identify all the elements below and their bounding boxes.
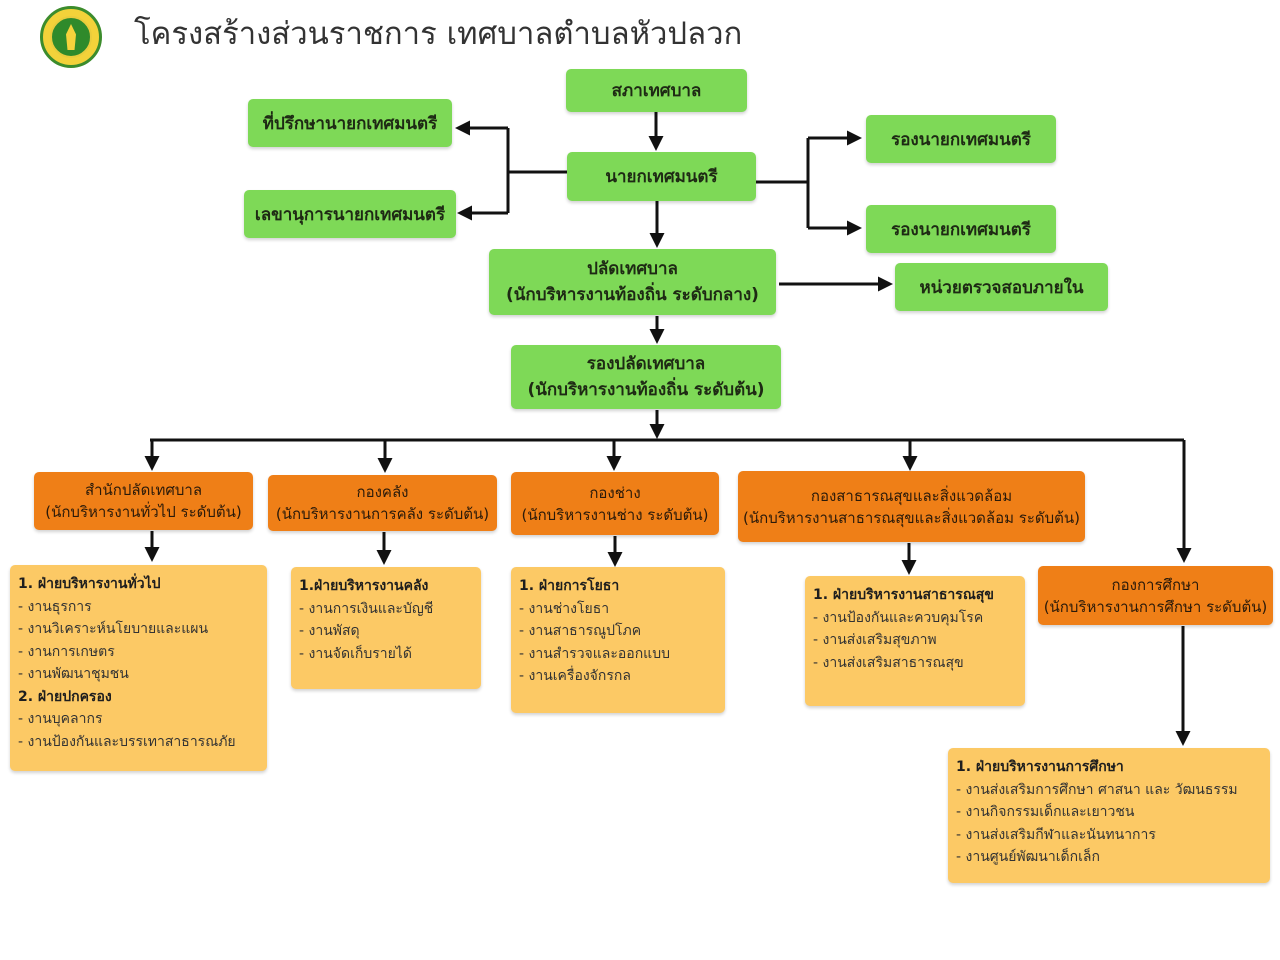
section-item: - งานส่งเสริมสาธารณสุข <box>813 654 964 671</box>
section-heading: 2. ฝ่ายปกครอง <box>18 688 112 705</box>
seal-tower-emblem <box>66 24 76 50</box>
division-box: กองคลัง (นักบริหารงานการคลัง ระดับต้น) <box>268 475 497 531</box>
council-box: สภาเทศบาล <box>566 69 747 112</box>
seal-inner-ring <box>50 16 92 58</box>
deputy-clerk-box: รองปลัดเทศบาล (นักบริหารงานท้องถิ่น ระดั… <box>511 345 781 409</box>
division-subtitle: (นักบริหารงานการศึกษา ระดับต้น) <box>1043 597 1268 616</box>
section-item: - งานสำรวจและออกแบบ <box>519 645 670 662</box>
page-title: โครงสร้างส่วนราชการ เทศบาลตำบลหัวปลวก <box>134 16 743 52</box>
council-label: สภาเทศบาล <box>611 81 702 101</box>
section-box: 1. ฝ่ายบริหารงานการศึกษา - งานส่งเสริมกา… <box>948 748 1270 883</box>
advisor-box: ที่ปรึกษานายกเทศมนตรี <box>248 99 452 147</box>
division-box: สำนักปลัดเทศบาล (นักบริหารงานทั่วไป ระดั… <box>34 472 253 530</box>
clerk-box: ปลัดเทศบาล (นักบริหารงานท้องถิ่น ระดับกล… <box>489 249 776 315</box>
section-box: 1. ฝ่ายบริหารงานทั่วไป - งานธุรการ - งาน… <box>10 565 267 771</box>
section-item: - งานการเงินและบัญชี <box>299 600 434 617</box>
municipality-seal-logo <box>40 6 102 68</box>
section-box: 1. ฝ่ายบริหารงานสาธารณสุข - งานป้องกันแล… <box>805 576 1025 706</box>
section-item: - งานศูนย์พัฒนาเด็กเล็ก <box>956 849 1100 865</box>
section-item: - งานพัสดุ <box>299 623 360 639</box>
deputy-mayor-1-label: รองนายกเทศมนตรี <box>891 129 1031 150</box>
section-box: 1. ฝ่ายการโยธา - งานช่างโยธา - งานสาธารณ… <box>511 567 725 713</box>
mayor-box: นายกเทศมนตรี <box>567 152 756 201</box>
division-box: กองการศึกษา (นักบริหารงานการศึกษา ระดับต… <box>1038 566 1273 625</box>
section-item: - งานป้องกันและควบคุมโรค <box>813 609 984 626</box>
clerk-title: ปลัดเทศบาล <box>587 259 678 279</box>
section-item: - งานจัดเก็บรายได้ <box>299 645 412 662</box>
internal-audit-label: หน่วยตรวจสอบภายใน <box>919 277 1084 298</box>
division-title: สำนักปลัดเทศบาล <box>84 481 203 499</box>
mayor-label: นายกเทศมนตรี <box>605 167 718 187</box>
section-item: - งานสาธารณูปโภค <box>519 623 642 639</box>
internal-audit-box: หน่วยตรวจสอบภายใน <box>895 263 1108 311</box>
section-item: - งานส่งเสริมการศึกษา ศาสนา และ วัฒนธรรม <box>956 781 1238 798</box>
deputy-clerk-title: รองปลัดเทศบาล <box>586 354 706 374</box>
section-item: - งานส่งเสริมสุขภาพ <box>813 632 937 648</box>
division-box: กองช่าง (นักบริหารงานช่าง ระดับต้น) <box>511 472 719 535</box>
section-heading: 1.ฝ่ายบริหารงานคลัง <box>299 578 429 594</box>
division-title: กองการศึกษา <box>1111 575 1200 594</box>
section-item: - งานช่างโยธา <box>519 600 610 617</box>
section-item: - งานการเกษตร <box>18 643 115 660</box>
division-title: กองคลัง <box>356 483 409 501</box>
deputy-mayor-2-label: รองนายกเทศมนตรี <box>891 219 1031 240</box>
division-subtitle: (นักบริหารงานช่าง ระดับต้น) <box>521 505 709 524</box>
secretary-box: เลขานุการนายกเทศมนตรี <box>244 190 456 238</box>
section-box: 1.ฝ่ายบริหารงานคลัง - งานการเงินและบัญชี… <box>291 567 481 689</box>
section-item: - งานเครื่องจักรกล <box>519 668 631 684</box>
section-item: - งานส่งเสริมกีฬาและนันทนาการ <box>956 826 1156 843</box>
division-subtitle: (นักบริหารงานสาธารณสุขและสิ่งแวดล้อม ระด… <box>743 508 1080 527</box>
deputy-mayor-1-box: รองนายกเทศมนตรี <box>866 115 1056 163</box>
section-heading: 1. ฝ่ายบริหารงานทั่วไป <box>18 576 161 592</box>
section-item: - งานพัฒนาชุมชน <box>18 666 129 682</box>
secretary-label: เลขานุการนายกเทศมนตรี <box>254 204 446 225</box>
deputy-mayor-2-box: รองนายกเทศมนตรี <box>866 205 1056 253</box>
advisor-label: ที่ปรึกษานายกเทศมนตรี <box>262 113 438 134</box>
division-box: กองสาธารณสุขและสิ่งแวดล้อม (นักบริหารงาน… <box>738 471 1085 542</box>
section-item: - งานวิเคราะห์นโยบายและแผน <box>18 621 209 637</box>
division-title: กองช่าง <box>589 483 641 502</box>
section-heading: 1. ฝ่ายบริหารงานสาธารณสุข <box>813 587 994 603</box>
section-item: - งานป้องกันและบรรเทาสาธารณภัย <box>18 733 236 750</box>
deputy-clerk-subtitle: (นักบริหารงานท้องถิ่น ระดับต้น) <box>527 380 765 400</box>
section-heading: 1. ฝ่ายการโยธา <box>519 578 620 594</box>
section-item: - งานกิจกรรมเด็กและเยาวชน <box>956 804 1135 820</box>
section-item: - งานบุคลากร <box>18 711 103 727</box>
section-heading: 1. ฝ่ายบริหารงานการศึกษา <box>956 759 1124 775</box>
clerk-subtitle: (นักบริหารงานท้องถิ่น ระดับกลาง) <box>506 285 759 305</box>
division-title: กองสาธารณสุขและสิ่งแวดล้อม <box>810 486 1013 505</box>
division-subtitle: (นักบริหารงานการคลัง ระดับต้น) <box>275 505 490 523</box>
division-subtitle: (นักบริหารงานทั่วไป ระดับต้น) <box>45 503 242 521</box>
section-item: - งานธุรการ <box>18 598 92 615</box>
